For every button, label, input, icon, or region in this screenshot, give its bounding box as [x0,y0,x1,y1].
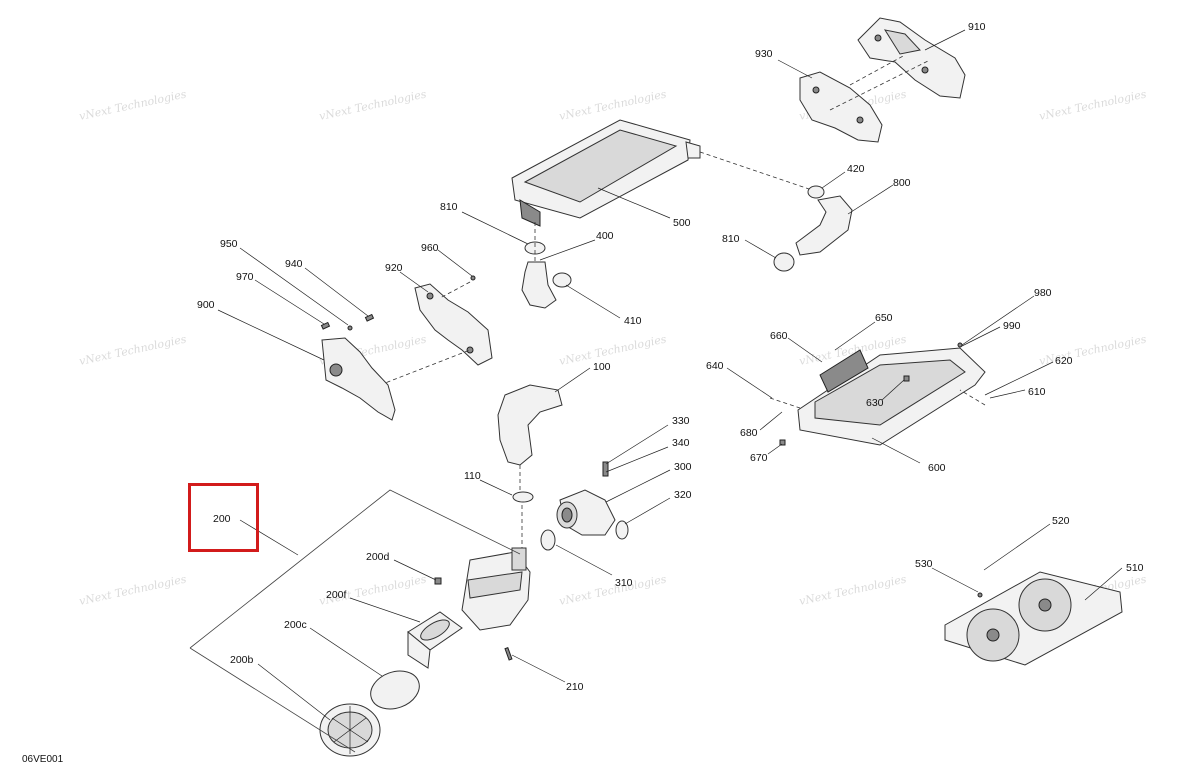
leader-lines [217,29,1123,721]
kit-frame-line [189,489,521,649]
rivet-970-drawing [320,321,331,330]
highlight-box-200 [188,483,259,552]
duct-100-drawing [497,384,563,466]
callout-610[interactable]: 610 [1028,386,1046,398]
watermark-text: vNext Technologies [1038,87,1148,123]
callout-330[interactable]: 330 [672,415,690,427]
callout-200c[interactable]: 200c [284,619,307,631]
drawing-code: 06VE001 [22,754,64,765]
assembly-line [829,59,931,111]
intercooler-500-drawing [511,119,701,227]
callout-900[interactable]: 900 [197,299,215,311]
screw-210-drawing [504,647,513,661]
watermark-text: vNext Technologies [558,572,668,608]
callout-200[interactable]: 200 [213,513,231,525]
support-600-drawing [797,347,986,446]
callout-600[interactable]: 600 [928,462,946,474]
callout-530[interactable]: 530 [915,558,933,570]
hose-800-drawing [795,195,853,256]
callout-410[interactable]: 410 [624,315,642,327]
callout-420[interactable]: 420 [847,163,865,175]
callout-970[interactable]: 970 [236,271,254,283]
callout-950[interactable]: 950 [220,238,238,250]
callout-510[interactable]: 510 [1126,562,1144,574]
assembly-line [379,349,471,386]
callout-200b[interactable]: 200b [230,654,254,666]
callout-210[interactable]: 210 [566,681,584,693]
throttle-body-300-drawing [556,489,616,536]
airbox-200-drawing [461,547,531,631]
callout-200d[interactable]: 200d [366,551,390,563]
callout-650[interactable]: 650 [875,312,893,324]
screw-940-drawing [364,313,375,322]
assembly-line [769,397,801,409]
nut-670-drawing [779,439,786,446]
clamp-410-drawing [552,272,572,288]
assembly-line [959,389,986,406]
callout-400[interactable]: 400 [596,230,614,242]
watermark-text: vNext Technologies [78,572,188,608]
clamp-110-drawing [512,491,534,503]
callout-980[interactable]: 980 [1034,287,1052,299]
callout-500[interactable]: 500 [673,217,691,229]
clip-200d-drawing [434,577,442,585]
callout-300[interactable]: 300 [674,461,692,473]
fan-510-drawing [944,571,1123,666]
clamp-810-right-drawing [773,252,795,272]
seal-200c-drawing [370,670,420,710]
screw-990-drawing [957,342,963,348]
clamp-420-drawing [807,185,825,199]
sensor-330-drawing [602,461,609,477]
assembly-line [439,281,471,299]
bracket-910-drawing [857,17,966,99]
watermark-text: vNext Technologies [558,87,668,123]
callout-310[interactable]: 310 [615,577,633,589]
callout-940[interactable]: 940 [285,258,303,270]
callout-910[interactable]: 910 [968,21,986,33]
filter-200f-drawing [407,611,463,669]
clamp-320-drawing [615,520,629,540]
cover-200b-drawing [319,703,381,757]
callout-100[interactable]: 100 [593,361,611,373]
callout-680[interactable]: 680 [740,427,758,439]
callout-670[interactable]: 670 [750,452,768,464]
clamp-310-drawing [540,529,556,551]
watermark-text: vNext Technologies [798,572,908,608]
callout-110[interactable]: 110 [464,470,481,482]
callout-620[interactable]: 620 [1055,355,1073,367]
callout-320[interactable]: 320 [674,489,692,501]
callout-520[interactable]: 520 [1052,515,1070,527]
screw-530-drawing [977,592,983,598]
bracket-930-drawing [799,71,883,143]
callout-920[interactable]: 920 [385,262,403,274]
watermark-text: vNext Technologies [78,332,188,368]
watermark-text: vNext Technologies [78,87,188,123]
nut-960-drawing [470,275,476,281]
watermark-text: vNext Technologies [558,332,668,368]
kit-frame-line [189,647,356,753]
callout-990[interactable]: 990 [1003,320,1021,332]
callout-200f[interactable]: 200f [326,589,347,601]
callout-930[interactable]: 930 [755,48,773,60]
bracket-920-drawing [414,283,493,366]
assembly-line [849,54,906,86]
elbow-400-drawing [521,261,557,309]
callout-960[interactable]: 960 [421,242,439,254]
callout-340[interactable]: 340 [672,437,690,449]
callout-630[interactable]: 630 [866,397,884,409]
deflector-900-drawing [321,337,396,421]
assembly-line [699,151,813,191]
washer-950-drawing [347,325,353,331]
callout-labels: 910 930 420 800 500 810 810 400 410 950 … [197,21,1144,693]
nut-630-drawing [903,375,910,382]
callout-800[interactable]: 800 [893,177,911,189]
callout-640[interactable]: 640 [706,360,724,372]
watermark-text: vNext Technologies [318,87,428,123]
callout-660[interactable]: 660 [770,330,788,342]
callout-810-right[interactable]: 810 [722,233,740,245]
callout-810-left[interactable]: 810 [440,201,458,213]
